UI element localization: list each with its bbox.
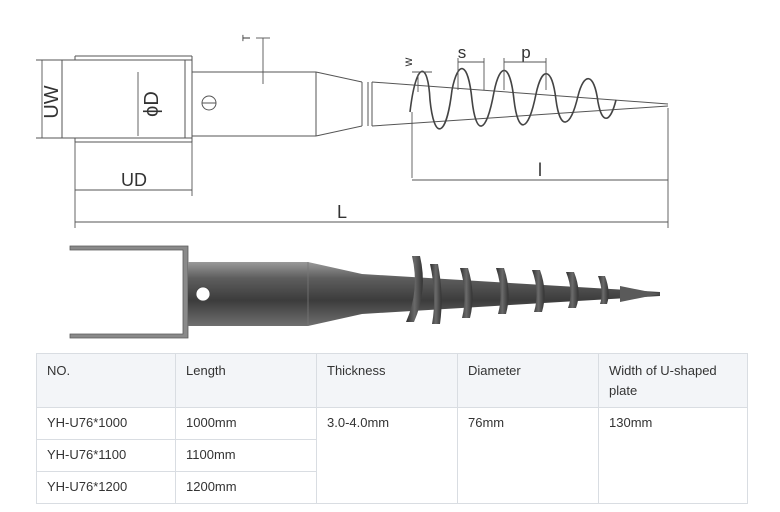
cell-diameter: 76mm bbox=[457, 407, 599, 504]
dimension-labels: UW ϕD UD L T w s p l bbox=[41, 34, 542, 222]
label-t: T bbox=[241, 34, 253, 41]
cell-thickness: 3.0-4.0mm bbox=[316, 407, 458, 504]
header-width: Width of U-shaped plate bbox=[598, 353, 748, 408]
spec-table-header-row: NO. Length Thickness Diameter Width of U… bbox=[36, 353, 748, 408]
cell-no: YH-U76*1200 bbox=[36, 471, 176, 504]
pipe-outline bbox=[192, 71, 669, 137]
pipe-body bbox=[188, 262, 660, 326]
dimension-lines bbox=[36, 37, 669, 228]
header-diameter: Diameter bbox=[457, 353, 599, 408]
product-figure: UW ϕD UD L T w s p l bbox=[36, 34, 669, 339]
spec-table: NO. Length Thickness Diameter Width of U… bbox=[36, 353, 748, 504]
header-thickness: Thickness bbox=[316, 353, 458, 408]
product-photo bbox=[69, 245, 660, 339]
label-l-thread: l bbox=[538, 160, 542, 180]
label-l-total: L bbox=[337, 202, 347, 222]
cell-length: 1000mm bbox=[175, 407, 317, 440]
header-length: Length bbox=[175, 353, 317, 408]
cell-length: 1100mm bbox=[175, 439, 317, 472]
bolt-hole bbox=[195, 286, 211, 302]
label-diameter: ϕD bbox=[141, 91, 163, 117]
pipe-tip bbox=[620, 286, 660, 302]
label-w: w bbox=[401, 57, 415, 67]
cell-no: YH-U76*1000 bbox=[36, 407, 176, 440]
thread-outline bbox=[409, 67, 617, 178]
cell-length: 1200mm bbox=[175, 471, 317, 504]
table-row: YH-U76*1000 1000mm 3.0-4.0mm 76mm 130mm bbox=[36, 407, 748, 504]
table-row: YH-U76*1100 1100mm bbox=[36, 439, 748, 472]
cell-width: 130mm bbox=[598, 407, 748, 504]
u-bracket-outline bbox=[61, 55, 193, 143]
table-row: YH-U76*1200 1200mm bbox=[36, 471, 748, 504]
thread-fins bbox=[406, 256, 609, 324]
technical-drawing: UW ϕD UD L T w s p l bbox=[36, 34, 669, 228]
u-bracket bbox=[69, 245, 189, 339]
cell-no: YH-U76*1100 bbox=[36, 439, 176, 472]
header-no: NO. bbox=[36, 353, 176, 408]
label-s: s bbox=[458, 43, 467, 62]
label-uw: UW bbox=[41, 85, 63, 118]
label-ud: UD bbox=[121, 170, 147, 190]
label-p: p bbox=[521, 43, 530, 62]
